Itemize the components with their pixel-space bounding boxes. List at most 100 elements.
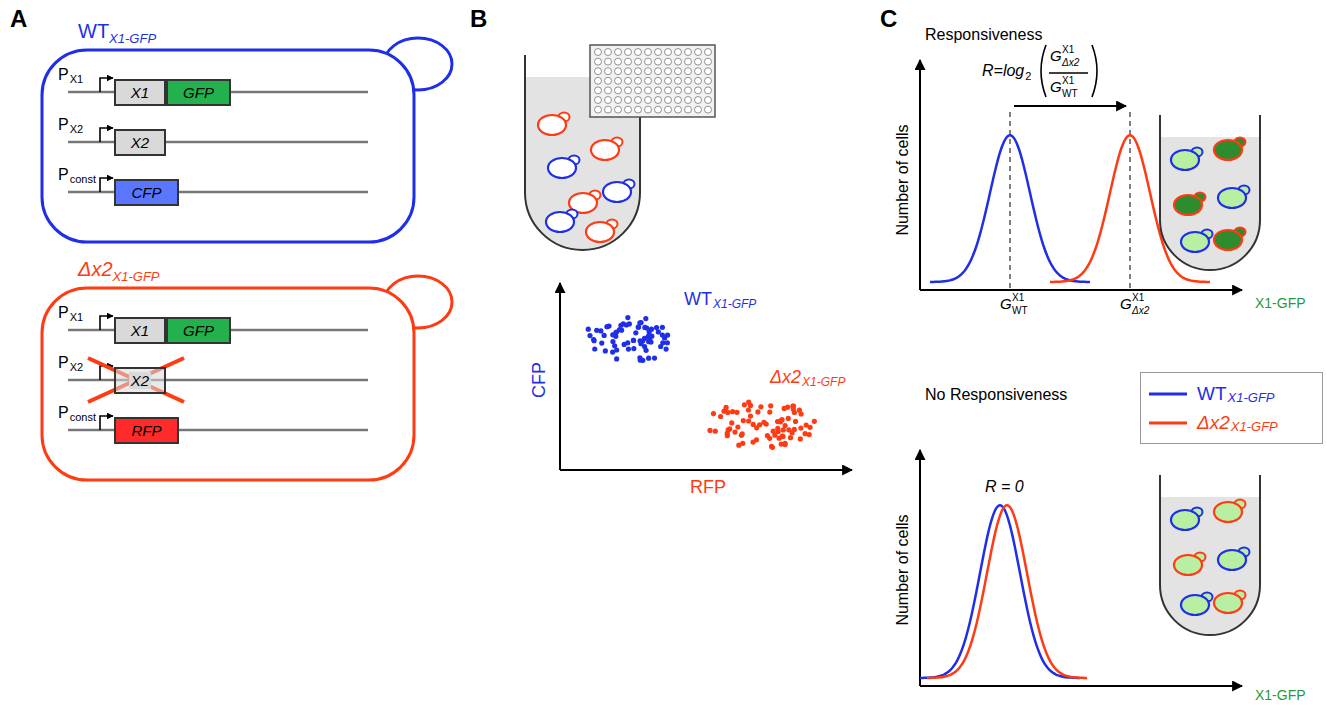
yeast-cell [1218,548,1250,571]
plot-axes [920,450,1242,686]
formula-symbol: G [1050,48,1062,65]
formula-superscript: X1 [1062,44,1074,55]
formula-subscript: 2 [1025,70,1031,82]
histogram-curve [920,505,1080,678]
tick-label: G [1120,296,1132,313]
gene-box: X2 [114,129,166,156]
test-tube [1160,475,1260,635]
strain-label: Δx2X1-GFP [78,258,160,284]
gene-name: GFP [183,85,214,100]
formula-superscript: X1 [1062,75,1074,86]
promoter-label: P [58,166,69,184]
cluster-label: Δx2 [770,368,801,388]
promoter-label: P [58,66,69,84]
yeast-cell [586,220,618,243]
deleted-gene-box: X2 [114,367,166,394]
axis-label: Number of cells [894,514,912,625]
gene-name: X1 [131,85,149,100]
cell-outline [38,258,458,488]
formula-text: R=log [982,62,1024,80]
tick-superscript: X1 [1012,292,1024,303]
axis-label: X1-GFP [1255,296,1306,311]
reporter-box: CFP [114,179,179,206]
value-label: R = 0 [985,478,1024,496]
yeast-cell [1214,138,1246,161]
axis-label: X1-GFP [1255,688,1306,703]
tick-label: G [1000,296,1012,313]
gene-name: CFP [132,185,162,200]
well-plate [590,45,715,117]
gene-box: X1 [114,79,166,106]
legend-text: Δx2 [1197,412,1230,434]
legend-subscript: X1-GFP [1228,391,1275,405]
scatter-cluster [707,399,817,449]
gene-box: X1 [114,317,166,344]
strain-subscript: X1-GFP [109,31,156,46]
yeast-cell [1171,148,1203,171]
x-axis [560,469,852,471]
formula-subscript: WT [1062,88,1078,99]
axis-label: CFP [530,362,550,398]
promoter-label: P [58,116,69,134]
cell-outline [38,20,458,250]
yeast-cell [1181,593,1213,616]
legend-text: WT [1197,383,1227,405]
peak-marker [1010,106,1130,290]
gene-name: X1 [131,323,149,338]
promoter-label: P [58,354,69,372]
plot-axes [560,283,852,470]
y-axis [919,450,921,686]
yeast-cell [546,210,578,233]
gene-name: X2 [129,372,151,389]
strain-name: WT [78,20,109,42]
panel-letter: C [880,6,897,32]
panel-heading: No Responsiveness [925,386,1067,404]
gene-name: X2 [131,135,149,150]
yeast-cell [1214,228,1246,251]
yeast-cell: X1GFPX2CFPWTX1-GFP [38,20,458,250]
legend-subscript: X1-GFP [1231,420,1278,434]
y-axis [919,60,921,290]
yeast-cell [591,138,623,161]
scatter-cluster [586,315,670,363]
cluster-subscript: X1-GFP [802,376,845,389]
x-axis [920,289,1242,291]
yeast-cell [1171,508,1203,531]
strain-name: Δx2 [78,258,113,280]
tick-subscript: WT [1012,305,1028,316]
gene-name: RFP [132,423,162,438]
reporter-box: RFP [114,417,179,444]
promoter-subscript: X1 [70,73,83,85]
promoter-subscript: X2 [70,123,83,135]
dashed-line [1009,112,1011,290]
yeast-cell [538,113,570,136]
axis-label: RFP [690,478,726,498]
formula-symbol: G [1050,79,1062,96]
yeast-cell [1214,500,1246,523]
strain-subscript: X1-GFP [113,269,160,284]
yeast-cell [548,156,580,179]
yeast-cell [1214,591,1246,614]
yeast-cell [1174,553,1206,576]
shift-arrow [1014,105,1126,107]
yeast-cell [1181,230,1213,253]
promoter-subscript: const [70,173,96,185]
cluster-label: WT [684,290,712,310]
tick-subscript: Δx2 [1132,305,1149,316]
histogram-curve [927,505,1087,678]
strain-label: WTX1-GFP [78,20,156,46]
panel-heading: Responsiveness [925,26,1042,44]
gene-name: GFP [183,323,214,338]
legend-box: WTX1-GFPΔx2X1-GFP [1140,372,1323,444]
yeast-cell: X1 GFP X2RFP Δx2X1-GFP [38,258,458,488]
panel-letter: A [10,6,27,32]
gfp-tag: GFP [166,79,231,106]
yeast-cell [603,180,635,203]
y-axis [559,283,561,470]
tick-superscript: X1 [1132,292,1144,303]
legend-row: WTX1-GFP [1149,379,1314,408]
fraction-bar [1049,72,1088,73]
yeast-cell [1218,186,1250,209]
legend-row: Δx2X1-GFP [1149,408,1314,437]
formula-subscript: Δx2 [1062,57,1079,68]
